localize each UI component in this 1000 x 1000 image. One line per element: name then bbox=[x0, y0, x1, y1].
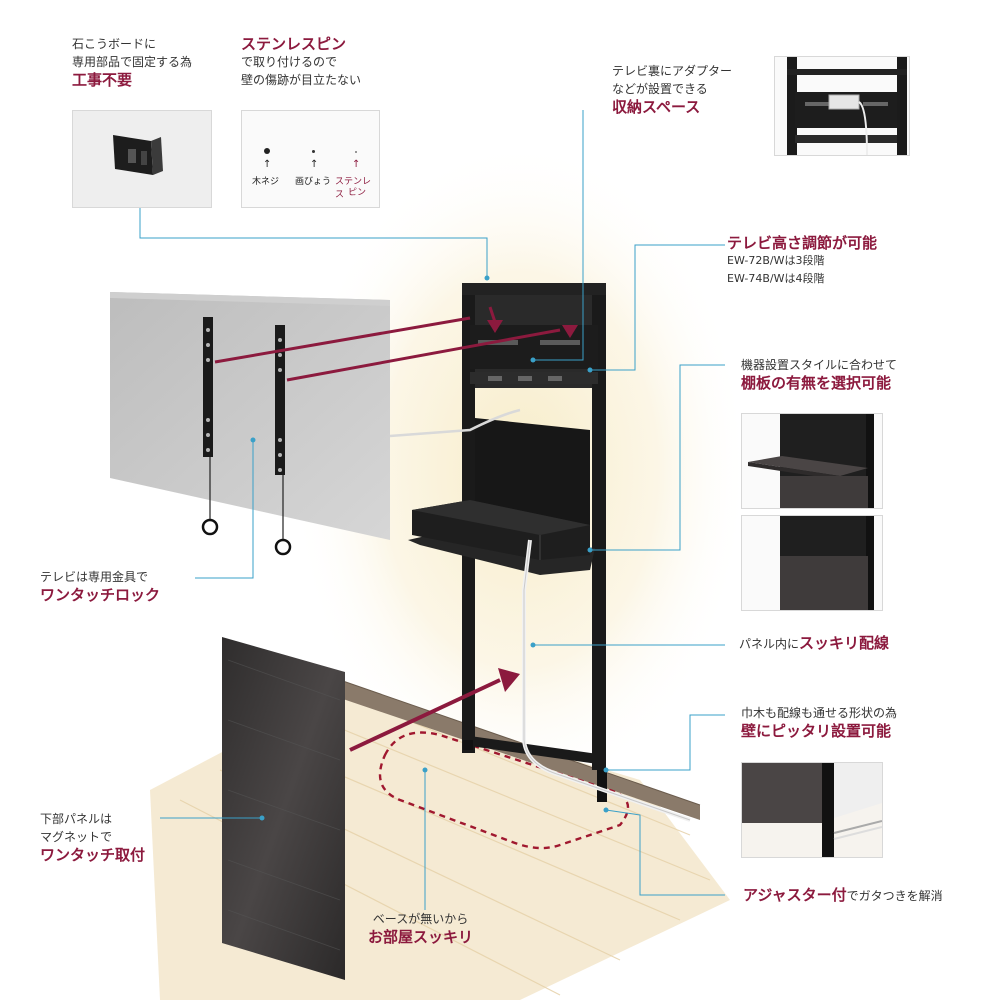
wall-fit-line1: 巾木も配線も通せる形状の為 bbox=[741, 706, 898, 720]
base-callout: ベースが無いから お部屋スッキリ bbox=[368, 910, 473, 946]
pushpin-label: 画びょう bbox=[295, 177, 332, 187]
gypsum-bracket-photo bbox=[72, 110, 212, 208]
screw-hole-icon bbox=[264, 148, 270, 154]
gypsum-line2: 専用部品で固定する為 bbox=[72, 55, 193, 69]
shelf-line1: 機器設置スタイルに合わせて bbox=[741, 358, 898, 372]
shelf-off-illustration bbox=[780, 516, 874, 610]
base-line1: ベースが無いから bbox=[372, 912, 469, 926]
panel-line1: 下部パネルは bbox=[40, 812, 113, 826]
adjuster-callout: アジャスター付でガタつきを解消 bbox=[743, 886, 943, 905]
wiring-highlight: スッキリ配線 bbox=[799, 634, 890, 652]
height-line1: EW-72B/Wは3段階 bbox=[727, 254, 825, 267]
stainless-label-2: ピン bbox=[348, 188, 367, 198]
wiring-callout: パネル内にスッキリ配線 bbox=[739, 634, 889, 653]
pin-callout: ステンレスピン で取り付けるので 壁の傷跡が目立たない bbox=[241, 35, 361, 89]
onetouch-lock-highlight: ワンタッチロック bbox=[40, 586, 161, 604]
storage-space-photo bbox=[774, 56, 910, 156]
wall-fit-illustration bbox=[742, 763, 882, 857]
leader-dots bbox=[250, 275, 609, 821]
tv-arrows bbox=[214, 306, 561, 382]
storage-callout: テレビ裏にアダプター などが設置できる 収納スペース bbox=[612, 62, 732, 116]
adjuster-suffix: でガタつきを解消 bbox=[846, 889, 943, 903]
shelf-callout: 機器設置スタイルに合わせて 棚板の有無を選択可能 bbox=[741, 356, 897, 392]
up-arrow-icon: ↑ bbox=[352, 159, 361, 170]
base-highlight: お部屋スッキリ bbox=[368, 928, 474, 946]
gypsum-line1: 石こうボードに bbox=[72, 37, 157, 51]
pin-highlight: ステンレスピン bbox=[241, 35, 347, 53]
wall-fit-callout: 巾木も配線も通せる形状の為 壁にピッタリ設置可能 bbox=[741, 704, 897, 740]
onetouch-lock-line1: テレビは専用金具で bbox=[40, 570, 149, 584]
storage-line1: テレビ裏にアダプター bbox=[612, 64, 733, 78]
pin-hole-icon bbox=[355, 151, 357, 153]
stainless-label: ステンレス bbox=[335, 177, 372, 200]
gypsum-highlight: 工事不要 bbox=[72, 71, 133, 89]
shelf-with-board-photo bbox=[741, 413, 883, 509]
height-callout: テレビ高さ調節が可能 EW-72B/Wは3段階 EW-74B/Wは4段階 bbox=[727, 234, 877, 288]
pin-line1: で取り付けるので bbox=[241, 55, 338, 69]
panel-highlight: ワンタッチ取付 bbox=[40, 846, 146, 864]
tv-back bbox=[110, 292, 390, 556]
gypsum-callout: 石こうボードに 専用部品で固定する為 工事不要 bbox=[72, 35, 192, 89]
height-line2: EW-74B/Wは4段階 bbox=[727, 272, 825, 285]
storage-highlight: 収納スペース bbox=[612, 98, 701, 116]
shelf-on-illustration bbox=[748, 414, 874, 508]
pushpin-hole-icon bbox=[312, 150, 315, 153]
height-highlight: テレビ高さ調節が可能 bbox=[727, 234, 878, 252]
shelf-without-board-photo bbox=[741, 515, 883, 611]
up-arrow-icon: ↑ bbox=[310, 159, 319, 170]
lower-panel bbox=[222, 637, 345, 980]
storage-illustration bbox=[787, 57, 907, 155]
panel-line2: マグネットで bbox=[40, 830, 113, 844]
adjuster-highlight: アジャスター付 bbox=[743, 886, 847, 904]
tv-stand-frame bbox=[389, 283, 691, 822]
base-dashed-area bbox=[378, 731, 630, 850]
onetouch-lock-callout: テレビは専用金具で ワンタッチロック bbox=[40, 568, 160, 604]
up-arrow-icon: ↑ bbox=[263, 159, 272, 170]
panel-callout: 下部パネルは マグネットで ワンタッチ取付 bbox=[40, 810, 145, 864]
wall-fit-photo bbox=[741, 762, 883, 858]
pin-line2: 壁の傷跡が目立たない bbox=[241, 73, 362, 87]
storage-line2: などが設置できる bbox=[612, 82, 708, 96]
shelf-highlight: 棚板の有無を選択可能 bbox=[741, 374, 892, 392]
bracket-icon bbox=[73, 111, 211, 207]
wall-fit-highlight: 壁にピッタリ設置可能 bbox=[741, 722, 892, 740]
leader-lines bbox=[139, 110, 725, 910]
screw-label: 木ネジ bbox=[252, 177, 280, 187]
pin-comparison-photo: ↑ ↑ ↑ 木ネジ 画びょう ステンレス ピン bbox=[241, 110, 380, 208]
wiring-prefix: パネル内に bbox=[739, 637, 800, 651]
